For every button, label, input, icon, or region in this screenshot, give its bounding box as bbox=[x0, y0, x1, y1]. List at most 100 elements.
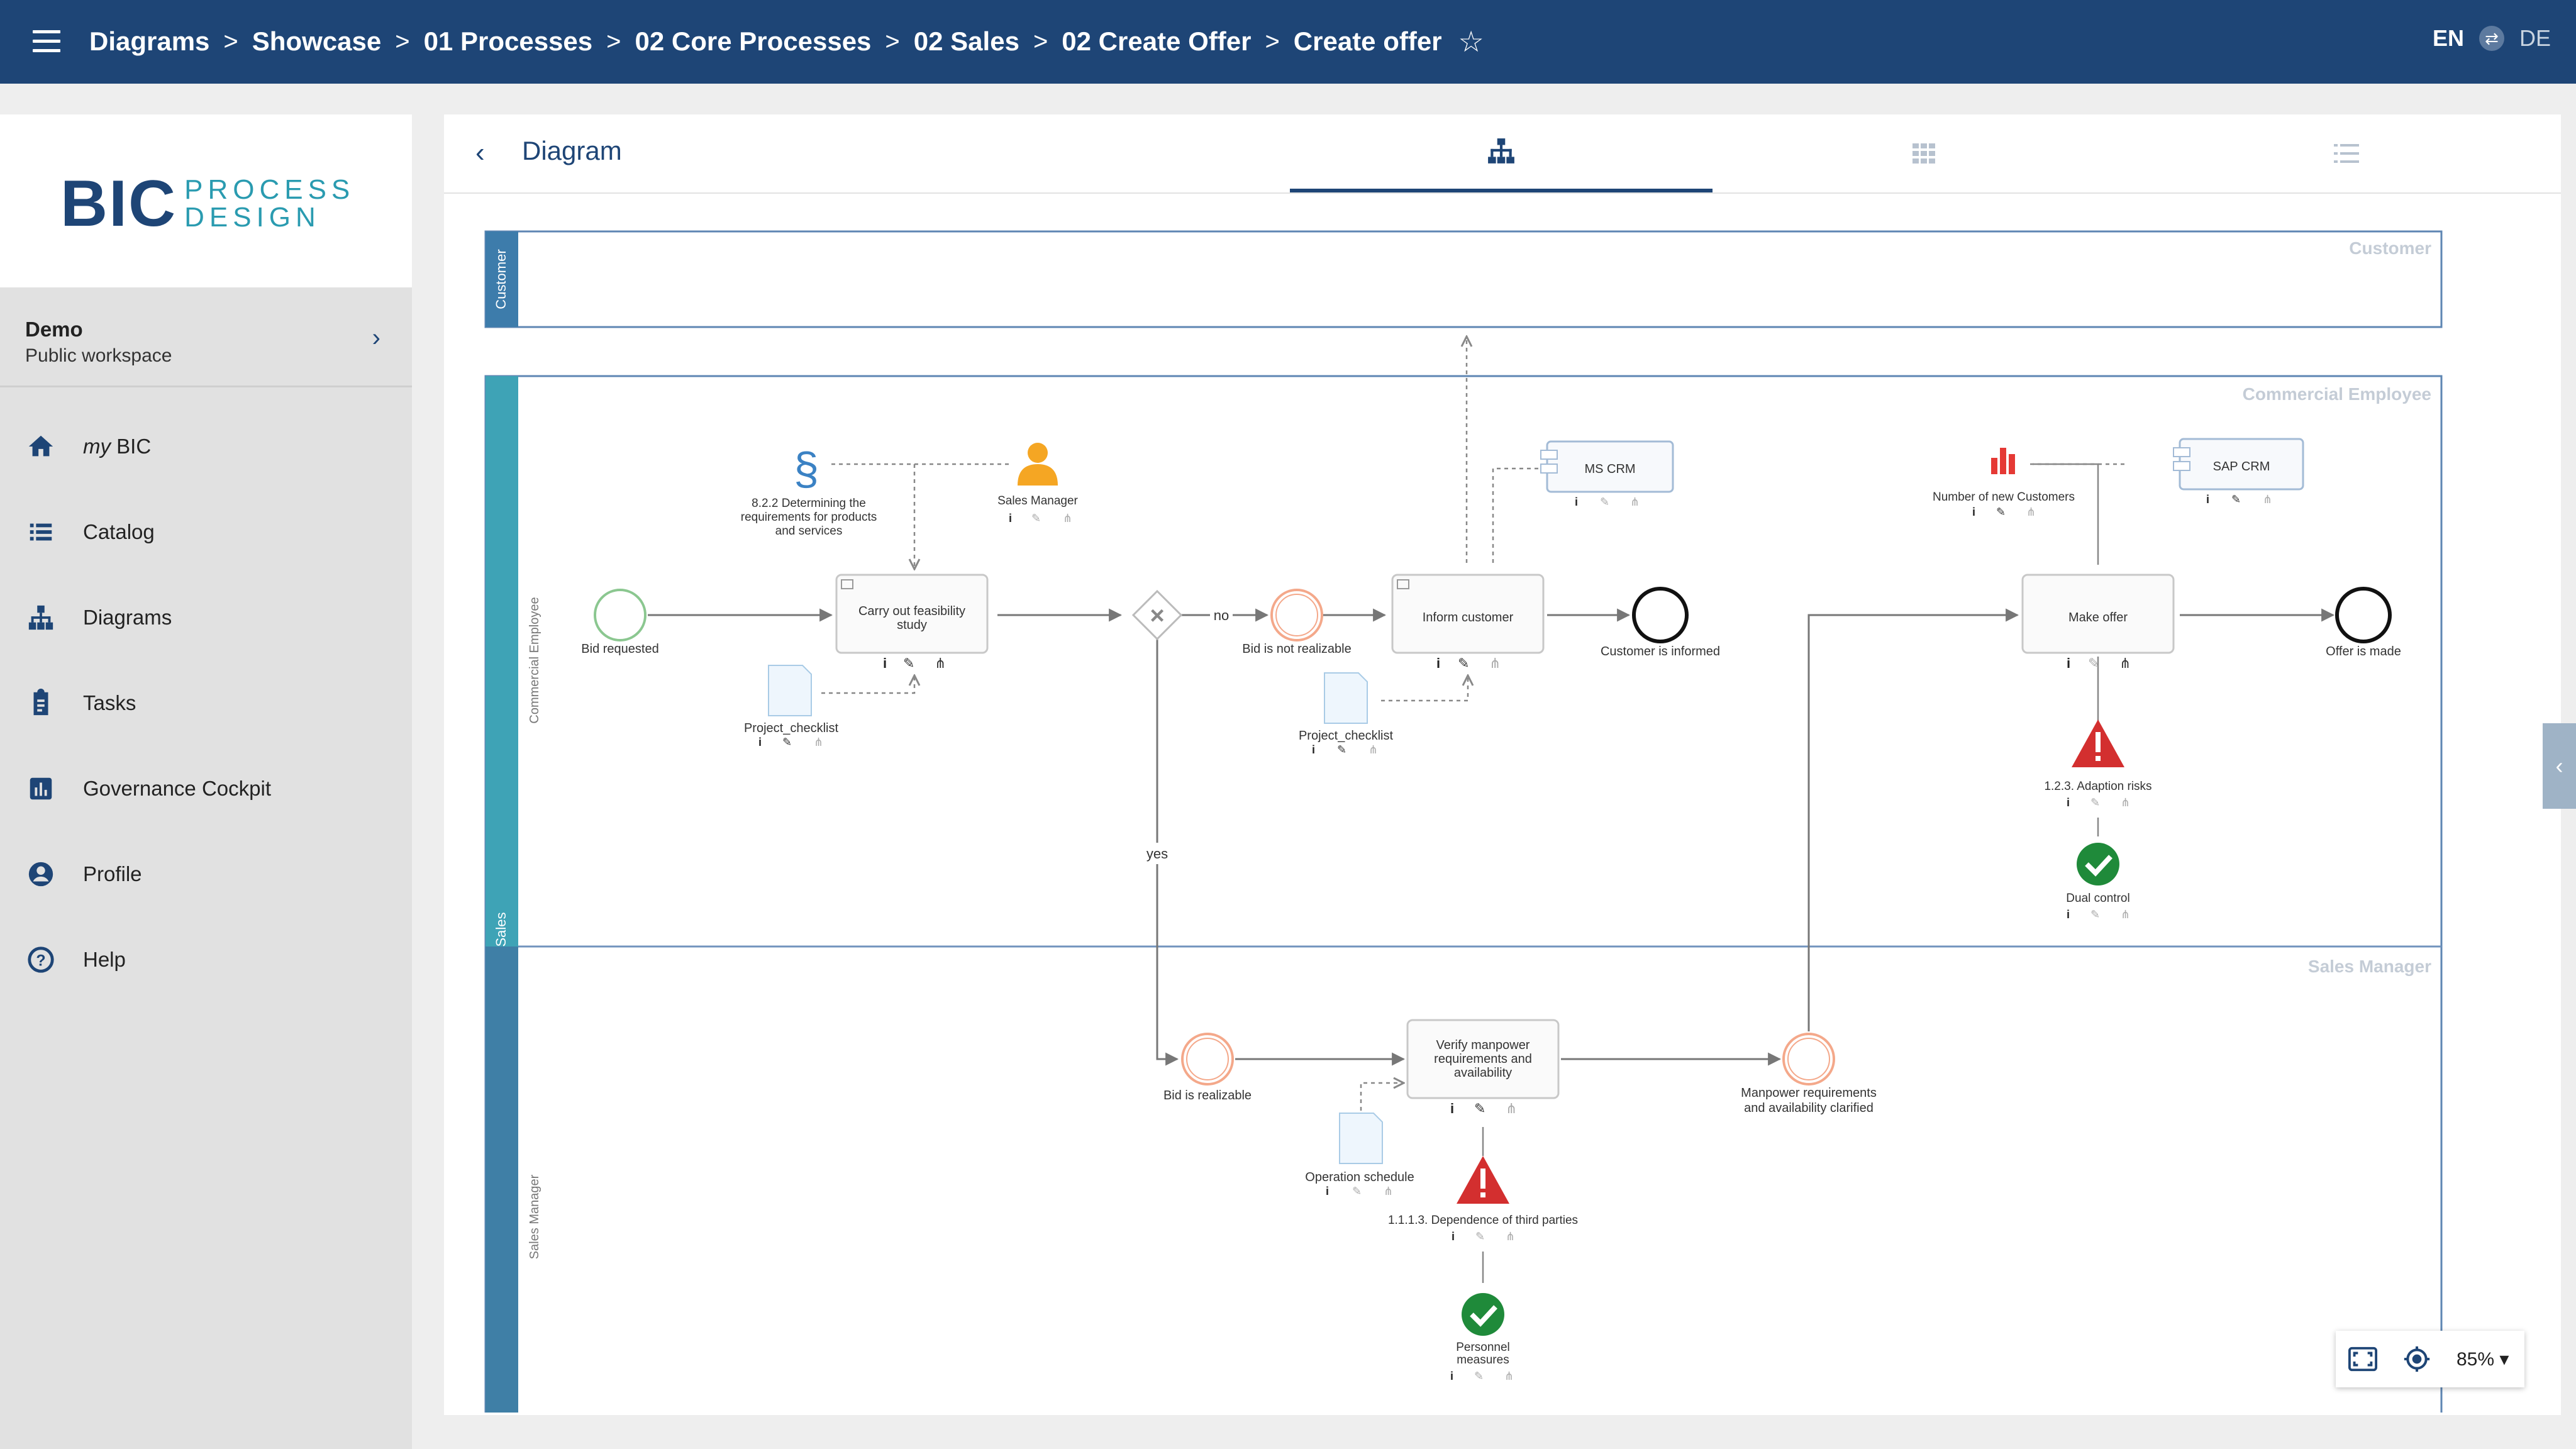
control-personnel[interactable]: Personnel measures i ✎ ⋔ bbox=[1450, 1293, 1514, 1382]
breadcrumb-item[interactable]: 01 Processes bbox=[423, 26, 593, 56]
event-bid-not-realizable[interactable]: Bid is not realizable bbox=[1242, 589, 1352, 656]
attachment-icon[interactable]: ✎ bbox=[782, 736, 792, 748]
workspace-selector[interactable]: Demo Public workspace › bbox=[0, 287, 412, 387]
task-make-offer[interactable]: Make offer i ✎ ⋔ bbox=[2021, 574, 2175, 671]
attachment-icon[interactable]: ✎ bbox=[1474, 1370, 1484, 1382]
sidebar-item-tasks[interactable]: Tasks bbox=[0, 660, 412, 746]
hierarchy-icon[interactable]: ⋔ bbox=[2121, 796, 2130, 809]
control-dual[interactable]: Dual control i ✎ ⋔ bbox=[2066, 843, 2130, 921]
breadcrumb-item[interactable]: Showcase bbox=[252, 26, 382, 56]
breadcrumb-item[interactable]: 02 Core Processes bbox=[635, 26, 872, 56]
hierarchy-icon[interactable]: ⋔ bbox=[2026, 506, 2036, 518]
info-icon[interactable]: i bbox=[1312, 743, 1315, 756]
attachment-icon[interactable]: ✎ bbox=[1458, 655, 1469, 671]
hierarchy-icon[interactable]: ⋔ bbox=[935, 655, 946, 671]
role-sales-manager[interactable]: Sales Manager i ✎ ⋔ bbox=[997, 443, 1079, 525]
document-project-checklist-b[interactable]: Project_checklist i ✎ ⋔ bbox=[1299, 672, 1394, 756]
attachment-icon[interactable]: ✎ bbox=[1600, 496, 1609, 508]
system-sap-crm[interactable]: SAP CRM i ✎ ⋔ bbox=[2173, 438, 2304, 506]
event-label: Customer is informed bbox=[1601, 645, 1720, 658]
task-inform-customer[interactable]: Inform customer i ✎ ⋔ bbox=[1391, 574, 1545, 671]
kpi-new-customers[interactable]: Number of new Customers i ✎ ⋔ bbox=[1933, 448, 2075, 518]
task-verify-manpower[interactable]: Verify manpower requirements and availab… bbox=[1406, 1019, 1560, 1116]
hierarchy-icon[interactable]: ⋔ bbox=[1368, 743, 1378, 756]
attachment-icon[interactable]: ✎ bbox=[903, 655, 914, 671]
hierarchy-icon[interactable]: ⋔ bbox=[1506, 1230, 1515, 1243]
sidebar-item-profile[interactable]: Profile bbox=[0, 831, 412, 917]
hierarchy-icon[interactable]: ⋔ bbox=[814, 736, 823, 748]
hierarchy-icon[interactable]: ⋔ bbox=[1506, 1101, 1517, 1116]
info-icon[interactable]: i bbox=[2067, 908, 2070, 921]
swap-icon[interactable]: ⇄ bbox=[2479, 26, 2504, 51]
breadcrumb-item[interactable]: 02 Create Offer bbox=[1062, 26, 1252, 56]
sidebar-item-mybic[interactable]: my BIC bbox=[0, 404, 412, 489]
pool-customer[interactable]: Customer Customer bbox=[484, 230, 2443, 328]
attachment-icon[interactable]: ✎ bbox=[1474, 1101, 1485, 1116]
info-icon[interactable]: i bbox=[1436, 655, 1440, 671]
info-icon[interactable]: i bbox=[1326, 1185, 1329, 1197]
lang-de[interactable]: DE bbox=[2519, 25, 2551, 51]
attachment-icon[interactable]: ✎ bbox=[2231, 493, 2241, 506]
attachment-icon[interactable]: ✎ bbox=[2090, 796, 2100, 809]
end-event-customer-informed[interactable]: Customer is informed bbox=[1601, 587, 1720, 658]
info-icon[interactable]: i bbox=[1575, 496, 1578, 508]
hierarchy-icon[interactable]: ⋔ bbox=[2119, 655, 2131, 671]
pool-sales[interactable]: Sales Commercial Employee Sales Manager … bbox=[484, 375, 2443, 1413]
tab-diagram[interactable] bbox=[1290, 114, 1713, 192]
requirement-object[interactable]: § 8.2.2 Determining the requirements for… bbox=[741, 444, 877, 538]
document-project-checklist-a[interactable]: Project_checklist i ✎ ⋔ bbox=[744, 665, 839, 748]
star-icon[interactable]: ☆ bbox=[1458, 25, 1484, 58]
attachment-icon[interactable]: ✎ bbox=[1031, 512, 1041, 525]
hierarchy-icon[interactable]: ⋔ bbox=[1504, 1370, 1514, 1382]
hierarchy-icon[interactable]: ⋔ bbox=[1063, 512, 1072, 525]
event-label: Bid is realizable bbox=[1163, 1089, 1252, 1102]
sidebar-item-governance[interactable]: Governance Cockpit bbox=[0, 746, 412, 831]
sidebar-item-catalog[interactable]: Catalog bbox=[0, 489, 412, 575]
risk-third-parties[interactable]: 1.1.1.3. Dependence of third parties i ✎… bbox=[1388, 1156, 1578, 1243]
end-event-offer-made[interactable]: Offer is made bbox=[2326, 587, 2401, 658]
center-button[interactable] bbox=[2390, 1331, 2444, 1387]
info-icon[interactable]: i bbox=[2067, 796, 2070, 809]
lang-en[interactable]: EN bbox=[2432, 25, 2464, 51]
event-bid-realizable[interactable]: Bid is realizable bbox=[1163, 1033, 1252, 1102]
attachment-icon[interactable]: ✎ bbox=[1996, 506, 2006, 518]
fit-screen-button[interactable] bbox=[2336, 1331, 2390, 1387]
attachment-icon[interactable]: ✎ bbox=[1475, 1230, 1485, 1243]
attachment-icon[interactable]: ✎ bbox=[1352, 1185, 1362, 1197]
menu-icon[interactable] bbox=[33, 30, 60, 53]
tab-grid[interactable] bbox=[1713, 114, 2135, 192]
document-operation-schedule[interactable]: Operation schedule i ✎ ⋔ bbox=[1305, 1113, 1414, 1197]
task-feasibility-study[interactable]: Carry out feasibility study i ✎ ⋔ bbox=[835, 574, 989, 671]
hierarchy-icon[interactable]: ⋔ bbox=[2263, 493, 2272, 506]
sidebar-item-diagrams[interactable]: Diagrams bbox=[0, 575, 412, 660]
tab-list[interactable] bbox=[2135, 114, 2558, 192]
hierarchy-icon[interactable]: ⋔ bbox=[1630, 496, 1640, 508]
hierarchy-icon[interactable]: ⋔ bbox=[1384, 1185, 1393, 1197]
sidebar-item-help[interactable]: ? Help bbox=[0, 917, 412, 1002]
system-ms-crm[interactable]: MS CRM i ✎ ⋔ bbox=[1540, 440, 1674, 508]
info-icon[interactable]: i bbox=[1972, 506, 1975, 518]
control-label: Dual control bbox=[2066, 892, 2129, 905]
side-panel-toggle[interactable]: ‹ bbox=[2543, 723, 2576, 809]
info-icon[interactable]: i bbox=[1009, 512, 1012, 525]
breadcrumb-item[interactable]: Diagrams bbox=[89, 26, 210, 56]
start-event-bid-requested[interactable]: Bid requested bbox=[581, 589, 659, 656]
attachment-icon[interactable]: ✎ bbox=[2088, 655, 2099, 671]
info-icon[interactable]: i bbox=[1450, 1101, 1454, 1116]
info-icon[interactable]: i bbox=[2206, 493, 2209, 506]
attachment-icon[interactable]: ✎ bbox=[2090, 908, 2100, 921]
info-icon[interactable]: i bbox=[1450, 1370, 1453, 1382]
info-icon[interactable]: i bbox=[1452, 1230, 1455, 1243]
attachment-icon[interactable]: ✎ bbox=[1337, 743, 1346, 756]
risk-adaption[interactable]: 1.2.3. Adaption risks i ✎ ⋔ bbox=[2044, 719, 2152, 809]
info-icon[interactable]: i bbox=[883, 655, 887, 671]
hierarchy-icon[interactable]: ⋔ bbox=[1489, 655, 1501, 671]
info-icon[interactable]: i bbox=[2067, 655, 2070, 671]
breadcrumb-item[interactable]: 02 Sales bbox=[913, 26, 1019, 56]
event-manpower-clarified[interactable]: Manpower requirements and availability c… bbox=[1741, 1033, 1877, 1115]
exclusive-gateway[interactable]: × no yes bbox=[1131, 589, 1233, 864]
back-icon[interactable]: ‹ bbox=[475, 137, 485, 168]
info-icon[interactable]: i bbox=[758, 736, 762, 748]
zoom-select[interactable]: 85% ▾ bbox=[2457, 1348, 2509, 1370]
hierarchy-icon[interactable]: ⋔ bbox=[2121, 908, 2130, 921]
